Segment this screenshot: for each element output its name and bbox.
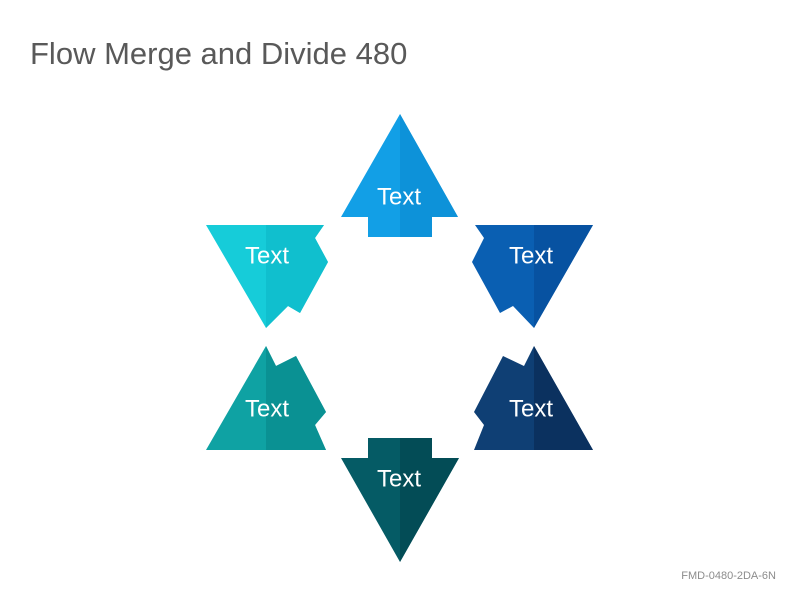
shape-upper-left[interactable]: Text xyxy=(206,225,328,328)
footer-code: FMD-0480-2DA-6N xyxy=(681,570,776,582)
shape-lower-right-label: Text xyxy=(509,395,553,422)
shape-upper-left-label: Text xyxy=(245,242,289,269)
shape-bottom-label: Text xyxy=(377,465,421,492)
page-title: Flow Merge and Divide 480 xyxy=(30,36,408,71)
shape-bottom[interactable]: Text xyxy=(341,438,459,562)
shape-upper-right-label: Text xyxy=(509,242,553,269)
shape-lower-right[interactable]: Text xyxy=(474,346,593,450)
shape-lower-left-label: Text xyxy=(245,395,289,422)
shape-upper-right[interactable]: Text xyxy=(472,225,593,328)
shape-lower-left[interactable]: Text xyxy=(206,346,326,450)
shape-top[interactable]: Text xyxy=(341,114,458,237)
shape-top-label: Text xyxy=(377,183,421,210)
